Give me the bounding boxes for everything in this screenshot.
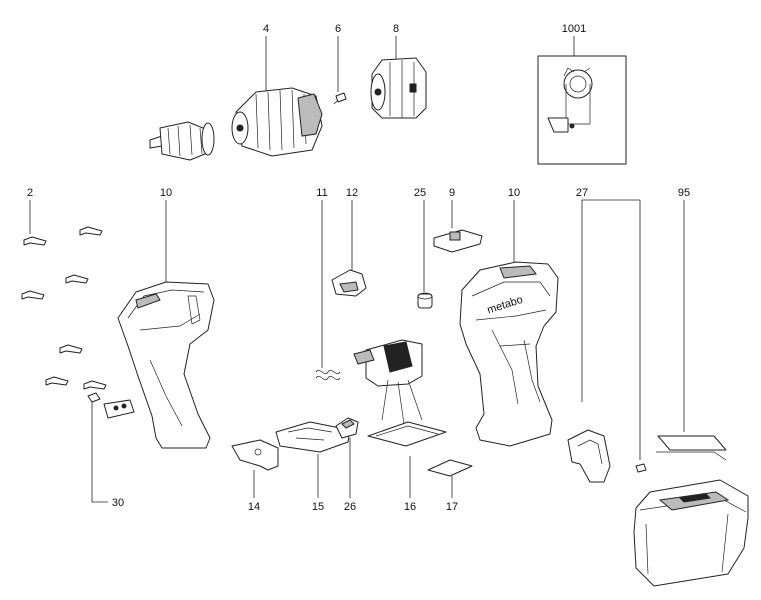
- label-motor: 8: [393, 23, 399, 35]
- chuck-assembly: [149, 36, 323, 161]
- slider: [433, 200, 483, 253]
- label-spring: 11: [316, 187, 327, 199]
- label-screw-small: 6: [335, 23, 341, 35]
- screw: [23, 236, 47, 246]
- label-housing-right: 10: [508, 187, 520, 199]
- label-slider: 9: [449, 187, 455, 199]
- battery-pack: [633, 479, 749, 587]
- screw-small: [333, 36, 347, 105]
- label-label-sheet: 95: [678, 187, 690, 199]
- label-clip: 27: [576, 187, 588, 199]
- wiring-diagram: [537, 36, 627, 165]
- label-switch-lever: 12: [346, 187, 358, 199]
- base-plate: [275, 421, 351, 498]
- label-screw-set: 2: [27, 187, 33, 199]
- switch-unit: [353, 339, 447, 498]
- label-direction-plate: 14: [248, 501, 260, 513]
- motor: [370, 36, 427, 119]
- label-screw-clip: 30: [112, 497, 124, 509]
- screw: [21, 290, 45, 300]
- screw: [65, 274, 89, 284]
- label-sheet: [656, 200, 727, 461]
- bushing: [417, 200, 433, 309]
- screw-clip: [87, 392, 135, 503]
- screw-set: [21, 200, 107, 390]
- screw: [83, 380, 107, 390]
- label-knob: 26: [344, 501, 356, 513]
- pad: [427, 459, 473, 498]
- spring: [315, 200, 341, 381]
- label-base-plate: 15: [312, 501, 324, 513]
- housing-right: metabo: [459, 200, 559, 447]
- direction-plate: [231, 439, 279, 498]
- screw: [79, 226, 103, 236]
- label-switch-unit: 16: [404, 501, 416, 513]
- clip: [567, 199, 647, 483]
- label-housing-left: 10: [160, 187, 172, 199]
- label-chuck: 4: [263, 23, 269, 35]
- switch-lever: [331, 200, 367, 297]
- screw: [59, 344, 83, 354]
- label-bushing: 25: [414, 187, 426, 199]
- knob: [335, 417, 359, 498]
- screw: [45, 376, 69, 386]
- label-wiring-diagram: 1001: [562, 23, 586, 35]
- housing-left: [117, 200, 215, 449]
- label-pad: 17: [446, 501, 458, 513]
